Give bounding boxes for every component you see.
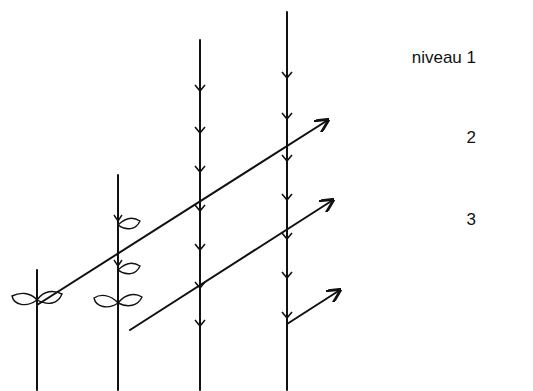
level-arrow — [287, 290, 340, 324]
level-label: niveau 1 — [412, 48, 476, 68]
young-leaves — [12, 215, 142, 307]
plant-stem — [117, 175, 119, 390]
leaf-marks — [195, 72, 292, 326]
level-arrow — [130, 200, 333, 330]
level-number: 2 — [467, 128, 476, 148]
level-number: 3 — [467, 210, 476, 230]
level-arrow — [37, 120, 328, 305]
plant-stem — [36, 270, 38, 390]
plant-stem — [199, 40, 201, 390]
